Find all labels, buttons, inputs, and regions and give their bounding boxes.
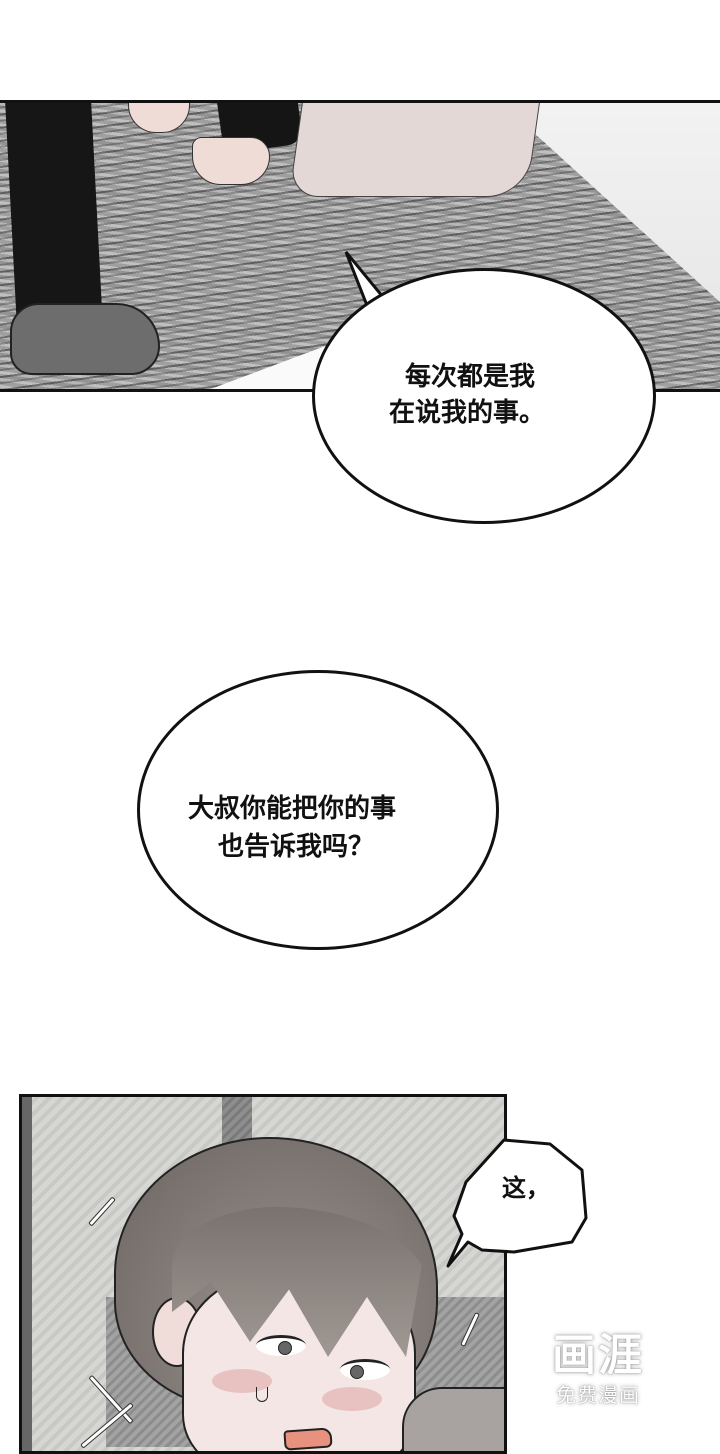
eye-right bbox=[340, 1359, 390, 1380]
speech-bubble-3 bbox=[446, 1138, 588, 1268]
watermark-subtitle: 免费漫画 bbox=[556, 1383, 640, 1407]
bubble-2-line-1: 大叔你能把你的事 bbox=[188, 794, 397, 824]
shoulder bbox=[402, 1387, 504, 1451]
blush-right bbox=[322, 1387, 382, 1411]
window-frame-left bbox=[22, 1097, 32, 1451]
panel-flustered-man bbox=[19, 1094, 507, 1454]
motion-line bbox=[88, 1196, 116, 1227]
watermark: 画涯 免费漫画 bbox=[538, 1330, 658, 1408]
sweat-drop bbox=[256, 1387, 268, 1402]
bubble-1-line-2: 在说我的事。 bbox=[389, 398, 546, 428]
eye-left bbox=[256, 1335, 306, 1356]
grey-slipper bbox=[10, 303, 160, 375]
bubble-3-text: 这， bbox=[502, 1174, 550, 1202]
speech-bubble-2: 大叔你能把你的事 也告诉我吗？ bbox=[137, 670, 499, 950]
watermark-logo: 画涯 bbox=[552, 1330, 644, 1381]
bubble-1-line-1: 每次都是我 bbox=[405, 362, 536, 392]
bubble-2-line-2: 也告诉我吗？ bbox=[218, 832, 375, 862]
speech-bubble-1: 每次都是我 在说我的事。 bbox=[312, 268, 656, 524]
bare-foot-front bbox=[192, 137, 270, 185]
robe-hem bbox=[288, 103, 542, 197]
open-mouth bbox=[283, 1427, 333, 1451]
